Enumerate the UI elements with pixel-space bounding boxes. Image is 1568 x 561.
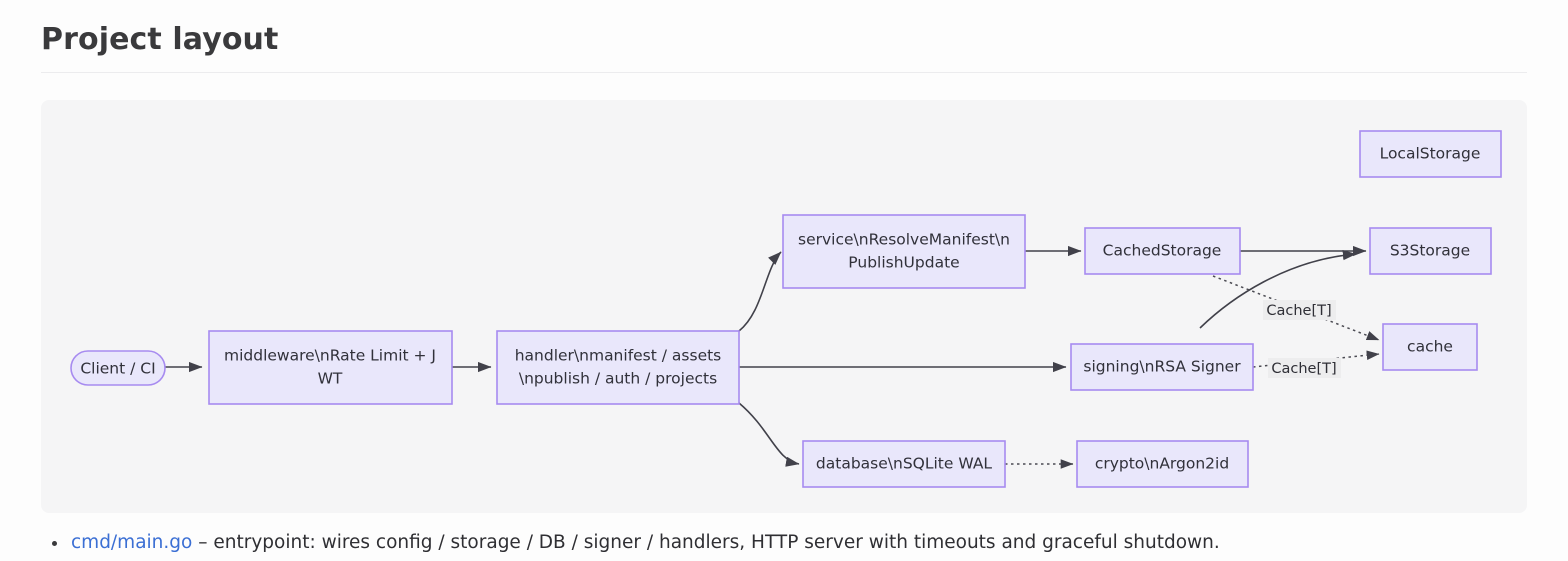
edge-cachedstorage-localstorage <box>1199 250 1357 329</box>
node-localstorage-label: LocalStorage <box>1380 145 1481 163</box>
node-service-shape <box>782 214 1026 289</box>
note-link-cmd-main-go[interactable]: cmd/main.go <box>71 532 193 553</box>
node-client-label: Client / CI <box>80 360 155 378</box>
edge-handler-service <box>738 251 782 332</box>
node-cachedstorage-shape <box>1084 227 1241 275</box>
node-crypto-shape <box>1076 440 1249 488</box>
note-text: – entrypoint: wires config / storage / D… <box>192 532 1220 553</box>
node-database-label: database\nSQLite WAL <box>816 455 993 473</box>
node-handler-label-line2: \npublish / auth / projects <box>519 370 717 388</box>
node-service-label-line2: PublishUpdate <box>848 254 959 272</box>
node-client-shape <box>70 350 166 386</box>
node-cache-label: cache <box>1407 338 1453 356</box>
node-localstorage[interactable]: LocalStorage <box>1359 130 1502 178</box>
node-signing[interactable]: signing\nRSA Signer <box>1070 343 1254 391</box>
node-cache-shape <box>1382 323 1478 371</box>
node-handler[interactable]: handler\nmanifest / assets \npublish / a… <box>496 330 740 405</box>
node-handler-shape <box>496 330 740 405</box>
node-middleware-label-line2: WT <box>318 370 343 388</box>
title-divider <box>41 72 1527 73</box>
diagram-panel: Client / CI middleware\nRate Limit + J W… <box>41 100 1527 513</box>
node-middleware[interactable]: middleware\nRate Limit + J WT <box>208 330 453 405</box>
node-middleware-label-line1: middleware\nRate Limit + J <box>224 347 436 365</box>
node-s3storage-label: S3Storage <box>1390 242 1470 260</box>
edge-label-signing-cache: Cache[T] <box>1268 358 1341 378</box>
node-cachedstorage-label: CachedStorage <box>1103 242 1222 260</box>
list-item: cmd/main.go – entrypoint: wires config /… <box>41 528 1531 558</box>
node-database[interactable]: database\nSQLite WAL <box>802 440 1006 488</box>
node-crypto[interactable]: crypto\nArgon2id <box>1076 440 1249 488</box>
notes-list: cmd/main.go – entrypoint: wires config /… <box>41 528 1531 558</box>
edge-label-chip <box>1263 300 1336 320</box>
node-cache[interactable]: cache <box>1382 323 1478 371</box>
node-client[interactable]: Client / CI <box>70 350 166 386</box>
edge-handler-database <box>738 402 800 467</box>
node-database-shape <box>802 440 1006 488</box>
page-title: Project layout <box>41 22 279 57</box>
node-s3storage[interactable]: S3Storage <box>1369 227 1492 275</box>
edge-label-chip <box>1268 358 1341 378</box>
node-service[interactable]: service\nResolveManifest\n PublishUpdate <box>782 214 1026 289</box>
node-service-label-line1: service\nResolveManifest\n <box>798 231 1010 249</box>
node-handler-label-line1: handler\nmanifest / assets <box>515 347 722 365</box>
node-s3storage-shape <box>1369 227 1492 275</box>
edge-label-text: Cache[T] <box>1271 361 1336 377</box>
node-signing-shape <box>1070 343 1254 391</box>
node-middleware-shape <box>208 330 453 405</box>
edge-label-cachedstorage-cache: Cache[T] <box>1263 300 1336 320</box>
node-crypto-label: crypto\nArgon2id <box>1095 455 1229 473</box>
node-signing-label: signing\nRSA Signer <box>1083 358 1241 376</box>
architecture-flow-diagram: Client / CI middleware\nRate Limit + J W… <box>70 130 1502 488</box>
node-cachedstorage[interactable]: CachedStorage <box>1084 227 1241 275</box>
node-localstorage-shape <box>1359 130 1502 178</box>
edge-label-text: Cache[T] <box>1266 303 1331 319</box>
